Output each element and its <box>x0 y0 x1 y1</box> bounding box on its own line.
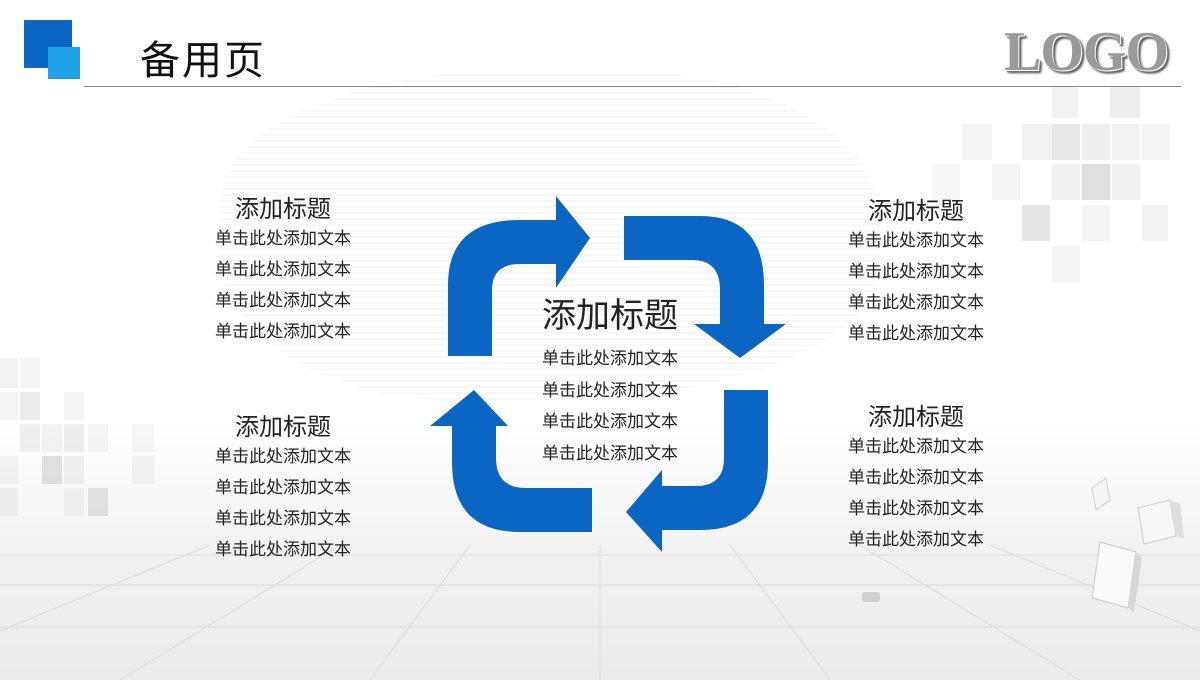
block-text-line[interactable]: 单击此处添加文本 <box>848 262 984 282</box>
block-title[interactable]: 添加标题 <box>235 413 331 441</box>
block-title[interactable]: 添加标题 <box>235 195 331 223</box>
block-text-line[interactable]: 单击此处添加文本 <box>215 478 351 498</box>
arrow-top-left <box>448 196 590 356</box>
block-text-line[interactable]: 单击此处添加文本 <box>848 324 984 344</box>
block-text-line[interactable]: 单击此处添加文本 <box>848 437 984 457</box>
block-text-line[interactable]: 单击此处添加文本 <box>848 231 984 251</box>
block-text-line[interactable]: 单击此处添加文本 <box>215 291 351 311</box>
blue-square-small-icon <box>48 47 80 79</box>
small-cube-decor <box>862 592 880 602</box>
floating-cubes-decor <box>1091 477 1184 612</box>
center-text-line[interactable]: 单击此处添加文本 <box>542 412 678 432</box>
text-block-top-right: 添加标题 单击此处添加文本 单击此处添加文本 单击此处添加文本 单击此处添加文本 <box>816 196 1016 350</box>
text-block-top-left: 添加标题 单击此处添加文本 单击此处添加文本 单击此处添加文本 单击此处添加文本 <box>183 194 383 348</box>
center-text-line[interactable]: 单击此处添加文本 <box>542 380 678 401</box>
block-text-line[interactable]: 单击此处添加文本 <box>848 293 984 313</box>
block-text-line[interactable]: 单击此处添加文本 <box>215 447 351 467</box>
block-text-line[interactable]: 单击此处添加文本 <box>215 540 351 560</box>
center-block: 添加标题 单击此处添加文本 单击此处添加文本 单击此处添加文本 单击此处添加文本 <box>510 288 710 470</box>
block-title[interactable]: 添加标题 <box>868 403 964 431</box>
block-text-line[interactable]: 单击此处添加文本 <box>215 322 351 342</box>
text-block-bottom-left: 添加标题 单击此处添加文本 单击此处添加文本 单击此处添加文本 单击此处添加文本 <box>183 412 383 566</box>
center-text-line[interactable]: 单击此处添加文本 <box>542 443 678 464</box>
center-title[interactable]: 添加标题 <box>542 296 678 336</box>
block-text-line[interactable]: 单击此处添加文本 <box>848 530 984 550</box>
arrow-bottom-right <box>626 390 768 552</box>
text-block-bottom-right: 添加标题 单击此处添加文本 单击此处添加文本 单击此处添加文本 单击此处添加文本 <box>816 402 1016 556</box>
center-text-line[interactable]: 单击此处添加文本 <box>542 349 678 369</box>
logo: LOGO <box>1004 21 1169 83</box>
block-text-line[interactable]: 单击此处添加文本 <box>215 509 351 529</box>
block-title[interactable]: 添加标题 <box>868 197 964 225</box>
page-title: 备用页 <box>140 38 266 84</box>
block-text-line[interactable]: 单击此处添加文本 <box>215 229 351 249</box>
arrow-top-right <box>624 216 786 358</box>
title-divider <box>84 86 1181 87</box>
block-text-line[interactable]: 单击此处添加文本 <box>848 499 984 519</box>
arrow-bottom-left <box>430 390 592 532</box>
block-text-line[interactable]: 单击此处添加文本 <box>848 468 984 488</box>
block-text-line[interactable]: 单击此处添加文本 <box>215 260 351 280</box>
floor-grid <box>0 545 1200 680</box>
